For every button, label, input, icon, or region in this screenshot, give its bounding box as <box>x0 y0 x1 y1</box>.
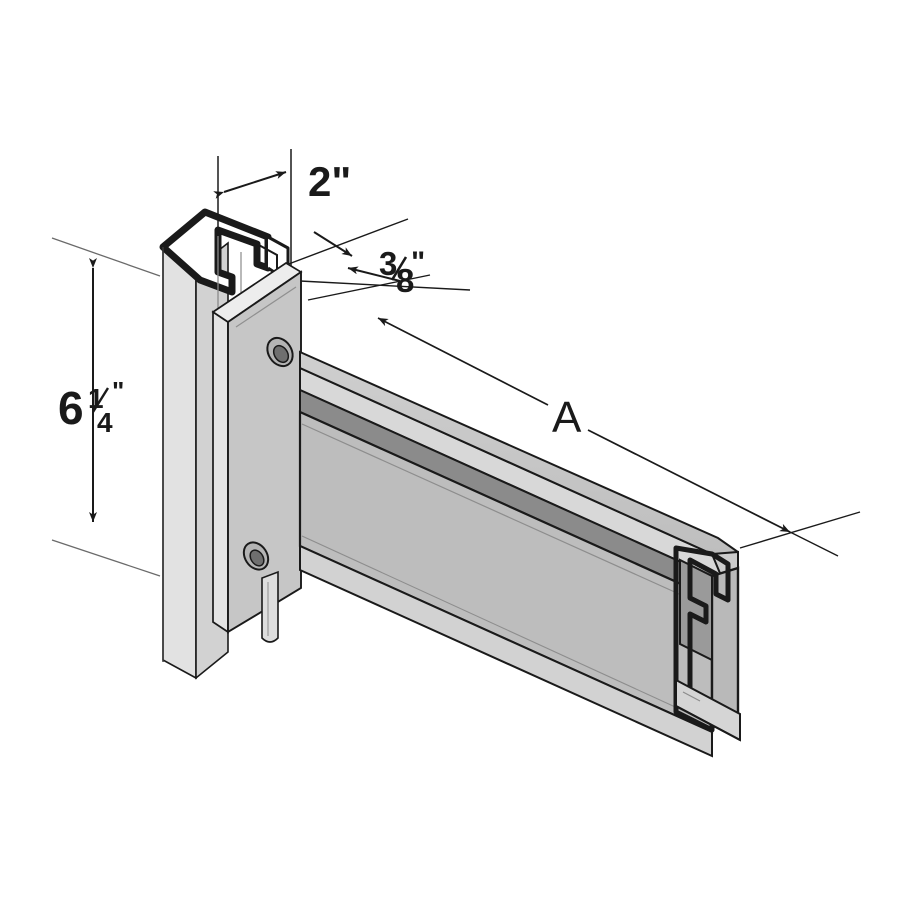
arm-end-lower-flange-scribe <box>682 691 701 702</box>
arm-web-scribe-lower <box>301 535 709 723</box>
dim-38-numerator: 3 <box>379 245 397 282</box>
arm-end-lower-flange-edge <box>675 705 741 741</box>
arm-end-c-profile <box>673 545 731 733</box>
bolt-hole-upper-inner <box>272 344 290 364</box>
column-slot-tab <box>261 570 279 643</box>
dimension-height-6-25in: 6 1 4 " <box>51 237 161 577</box>
dim-38-arrow-upper <box>313 231 353 257</box>
dim-625-unit: " <box>112 376 124 406</box>
column-slot-tab-face <box>261 570 279 643</box>
bracket-back-plate <box>211 261 303 634</box>
dim-2in-arrow-line <box>213 171 287 199</box>
dimension-width-2in: 2" <box>213 149 351 280</box>
arm-lower-lip <box>299 544 713 758</box>
column-front-face <box>162 244 197 680</box>
dim-38-leader-lower <box>299 280 471 291</box>
bolt-hole-lower <box>242 541 270 571</box>
back-plate-left-edge <box>212 310 229 634</box>
dim-625-extension-top <box>51 237 161 277</box>
dim-38-fraction-bar <box>390 256 408 281</box>
arm-web-scribe-upper <box>301 423 709 608</box>
channel-profile-lip-top <box>267 235 289 250</box>
dim-A-extension-start <box>307 274 431 301</box>
dim-A-leader-tail <box>789 531 839 557</box>
arm-open-end-profile <box>673 545 741 742</box>
dim-2in-label: 2" <box>308 158 351 205</box>
dim-625-denominator: 4 <box>97 407 113 438</box>
dim-625-extension-bottom <box>51 539 161 577</box>
dimension-thickness-3-8in: 3 8 " <box>285 218 471 299</box>
dim-625-label-group: 6 1 4 " <box>58 376 124 438</box>
dimension-arm-length-A: A <box>307 274 861 557</box>
dim-A-line-right <box>587 429 791 533</box>
bolt-hole-lower-inner <box>249 549 265 567</box>
dim-A-line-left <box>377 317 549 406</box>
channel-profile-outline <box>159 208 272 296</box>
dim-625-numerator: 1 <box>88 383 104 414</box>
dim-38-leader-upper <box>285 218 409 266</box>
dim-A-label: A <box>552 393 582 442</box>
dim-625-fraction-bar <box>91 387 110 413</box>
dim-38-unit: " <box>411 246 425 279</box>
dim-625-whole: 6 <box>58 382 84 434</box>
back-plate-face-crease <box>235 286 297 328</box>
cantilever-arm <box>298 350 739 758</box>
bolt-hole-upper <box>266 336 294 368</box>
dim-A-extension-end <box>739 511 861 549</box>
